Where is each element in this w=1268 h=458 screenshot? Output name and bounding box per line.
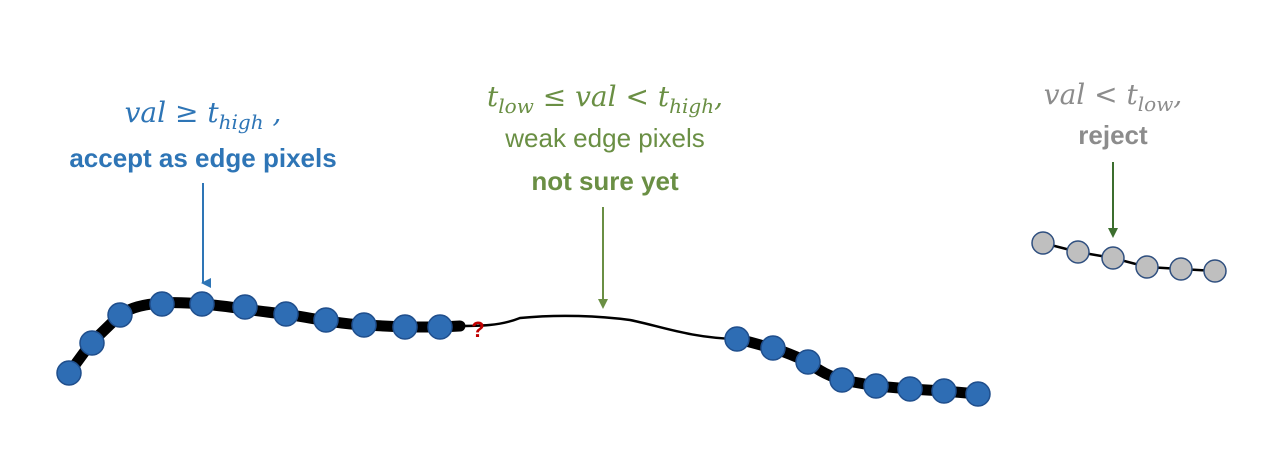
- rejected-nodes: [1031, 231, 1227, 283]
- edge-pixel: [79, 330, 105, 356]
- rejected-pixel: [1101, 246, 1125, 270]
- rejected-pixel: [1169, 257, 1193, 281]
- edge-pixel: [149, 291, 175, 317]
- edge-pixel: [313, 307, 339, 333]
- edge-pixel: [965, 381, 991, 407]
- edge-pixel: [56, 360, 82, 386]
- edge-pixel: [897, 376, 923, 402]
- edge-pixel: [829, 367, 855, 393]
- rejected-pixel: [1066, 240, 1090, 264]
- edge-pixel: [931, 378, 957, 404]
- edge-pixel: [724, 326, 750, 352]
- strong-condition: val ≥ thigh ,: [125, 96, 282, 134]
- strong-description: accept as edge pixels: [69, 143, 336, 173]
- edge-pixel: [427, 314, 453, 340]
- edge-pixel: [351, 312, 377, 338]
- edge-pixel: [863, 373, 889, 399]
- edge-pixel: [232, 294, 258, 320]
- question-mark: ?: [471, 317, 484, 342]
- strong-nodes-right: [724, 326, 991, 407]
- reject-description: reject: [1078, 120, 1148, 150]
- edge-pixel: [392, 314, 418, 340]
- edge-pixel: [273, 301, 299, 327]
- rejected-pixel: [1135, 255, 1159, 279]
- edge-pixel: [189, 291, 215, 317]
- reject-condition: val < tlow,: [1044, 78, 1182, 116]
- rejected-pixel: [1203, 259, 1227, 283]
- strong-nodes-left: [56, 291, 453, 386]
- weak-status: not sure yet: [531, 166, 679, 196]
- weak-description: weak edge pixels: [504, 123, 704, 153]
- weak-edge-curve: [453, 314, 739, 341]
- edge-pixel: [107, 302, 133, 328]
- edge-pixel: [795, 349, 821, 375]
- edge-pixel: [760, 335, 786, 361]
- weak-condition: tlow ≤ val < thigh,: [487, 80, 723, 118]
- rejected-pixel: [1031, 231, 1055, 255]
